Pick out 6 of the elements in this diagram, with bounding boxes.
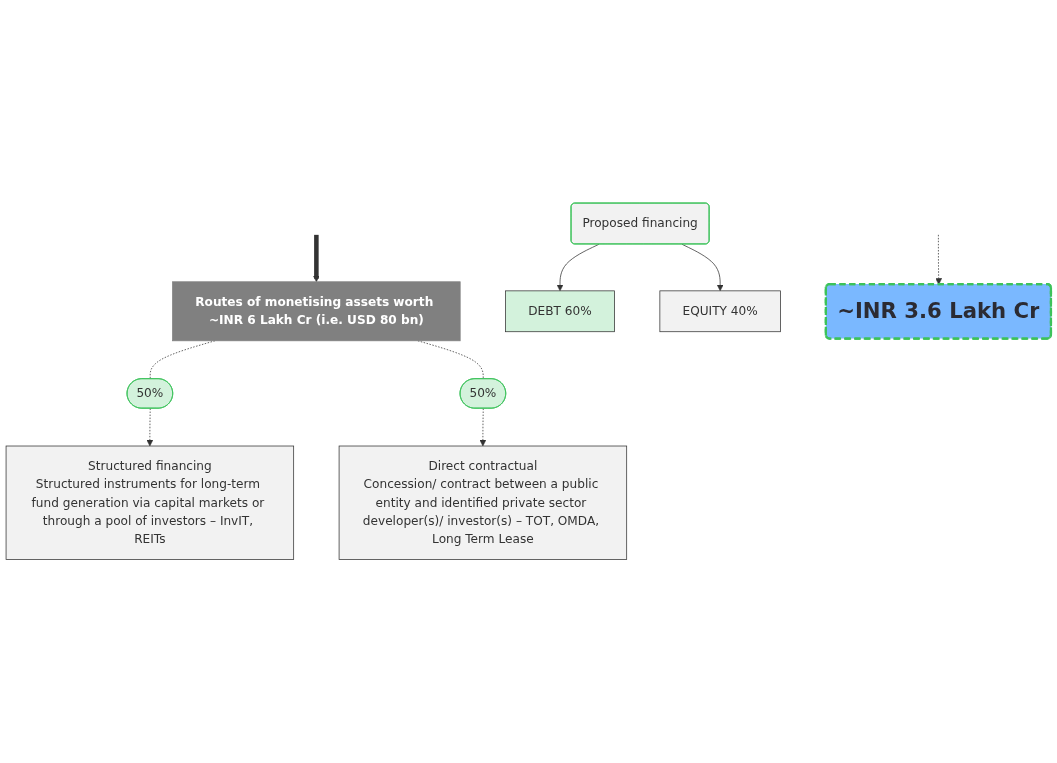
node-box: Routes of monetising assets worth ~INR 6 Lakh Cr (i.e. USD 80 bn) [172, 281, 461, 342]
arrow [313, 235, 320, 283]
node-box: EQUITY 40% [659, 290, 781, 333]
node-box: DEBT 60% [505, 290, 615, 333]
node-box: Direct contractual Concession/ contract between a public entity and identified private sector developer(s)/ investor(s) – TOT, OMDA, Long Term Lease [338, 445, 628, 561]
node-box: Structured financing Structured instruments for long-term fund generation via capital markets or through a pool of investors – InvIT, REITs [5, 445, 295, 561]
